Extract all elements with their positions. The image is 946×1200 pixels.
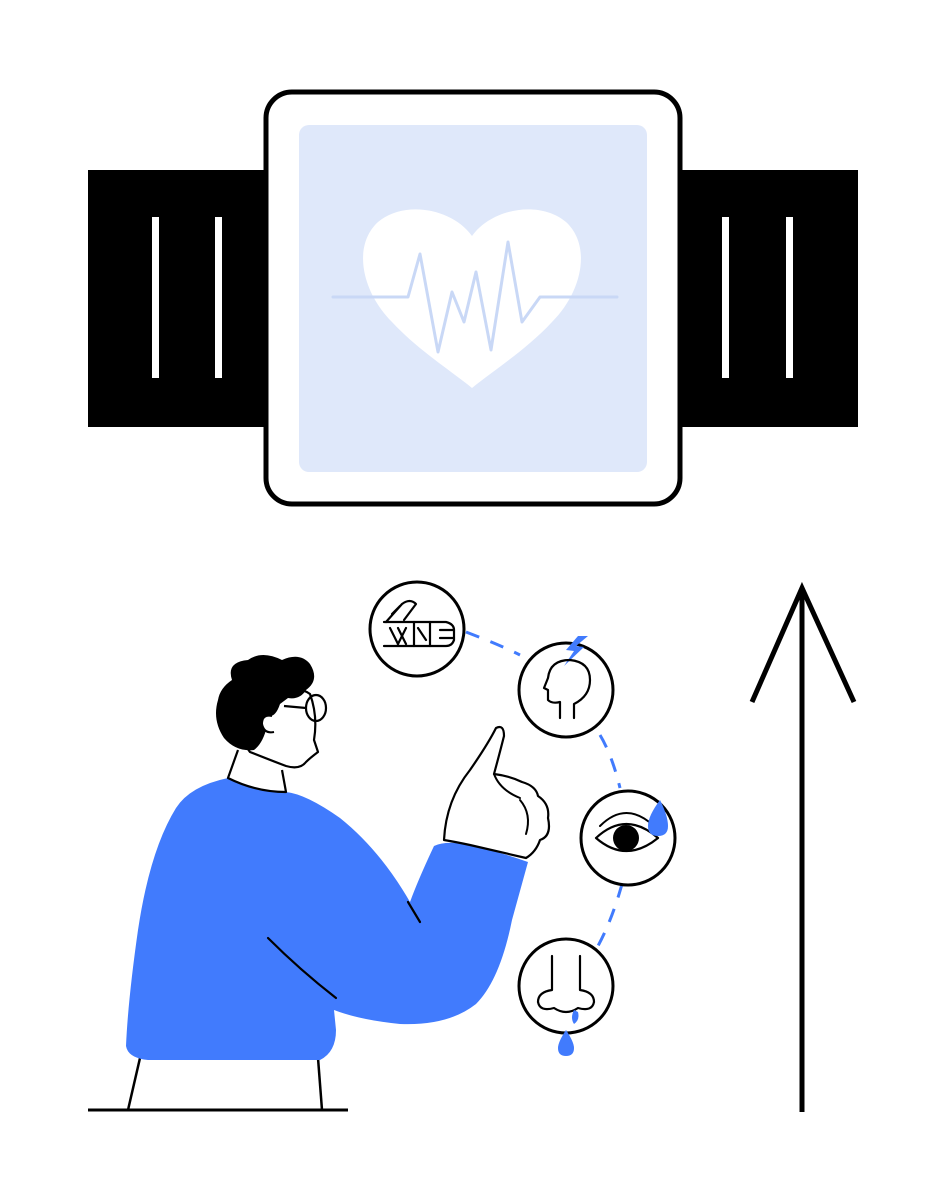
arrow-up-icon <box>749 581 857 1112</box>
strap-slot <box>152 217 159 378</box>
symptom-connector <box>465 630 624 947</box>
smartwatch-icon <box>88 89 858 507</box>
hand-injury-icon <box>368 580 466 678</box>
runny-nose-icon <box>517 937 615 1056</box>
pointing-hand <box>442 725 551 860</box>
nose-drop-icon <box>558 1030 574 1056</box>
watch-strap-right <box>670 170 858 427</box>
strap-slot <box>215 217 222 378</box>
person-figure <box>88 655 551 1112</box>
tear-drop-icon <box>648 800 668 836</box>
hair <box>216 655 315 751</box>
heart-icon <box>363 209 581 388</box>
headache-icon <box>517 636 615 739</box>
heartbeat-pulse-icon <box>331 240 619 354</box>
strap-slot <box>786 217 793 378</box>
sweater <box>126 778 528 1060</box>
lightning-icon <box>564 636 588 666</box>
teary-eye-icon <box>579 789 677 887</box>
glasses-icon <box>283 693 328 723</box>
strap-slot <box>722 217 729 378</box>
watch-strap-left <box>88 170 278 427</box>
